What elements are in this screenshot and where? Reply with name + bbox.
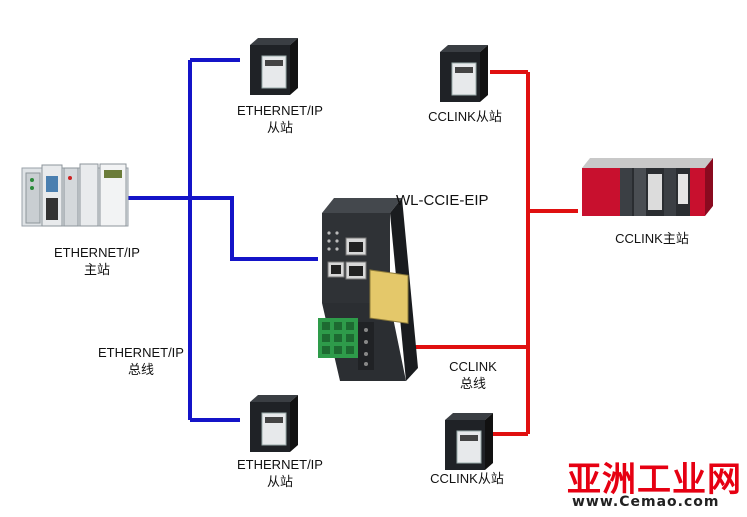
ethernet-slave-bottom-label-line2: 从站 [266,474,293,489]
cclink-slave-bottom-label: CCLINK从站 [430,471,504,486]
ethernet-bus-lines [128,58,318,422]
ethernet-master-plc [21,163,129,227]
cclink-master-plc [582,158,713,216]
gateway-model-label: WL-CCIE-EIP [396,192,489,209]
ethernet-slave-bottom-label-line1: ETHERNET/IP [237,457,323,472]
ethernet-master-label-line2: 主站 [83,262,110,277]
watermark-name: 亚洲工业网 [567,460,742,500]
watermark-url: www.Cemao.com [572,494,720,510]
ethernet-slave-top-label: ETHERNET/IP 从站 [225,102,335,136]
ethernet-slave-bottom-label: ETHERNET/IP 从站 [225,456,335,490]
cclink-bus-label-line2: 总线 [459,376,486,391]
ethernet-master-label-line1: ETHERNET/IP [54,245,140,260]
cclink-master-label: CCLINK主站 [615,231,689,246]
gateway-device [318,198,418,381]
ethernet-slave-top-label-line2: 从站 [266,120,293,135]
ethernet-bus-label: ETHERNET/IP 总线 [86,344,196,378]
ethernet-line-master [128,196,318,261]
cclink-bus-lines [412,70,578,436]
cclink-slave-bottom-device [445,413,493,470]
ethernet-bus-label-line2: 总线 [127,362,154,377]
cclink-bus-label: CCLINK 总线 [418,358,528,392]
cclink-slave-top-label: CCLINK从站 [428,109,502,124]
ethernet-slave-top-label-line1: ETHERNET/IP [237,103,323,118]
ethernet-master-label: ETHERNET/IP 主站 [42,244,152,278]
ethernet-slave-top-device [250,38,298,95]
cclink-bus-label-line1: CCLINK [449,359,497,374]
ethernet-slave-bottom-device [250,395,298,452]
cclink-slave-top-device [440,45,488,102]
ethernet-bus-label-line1: ETHERNET/IP [98,345,184,360]
